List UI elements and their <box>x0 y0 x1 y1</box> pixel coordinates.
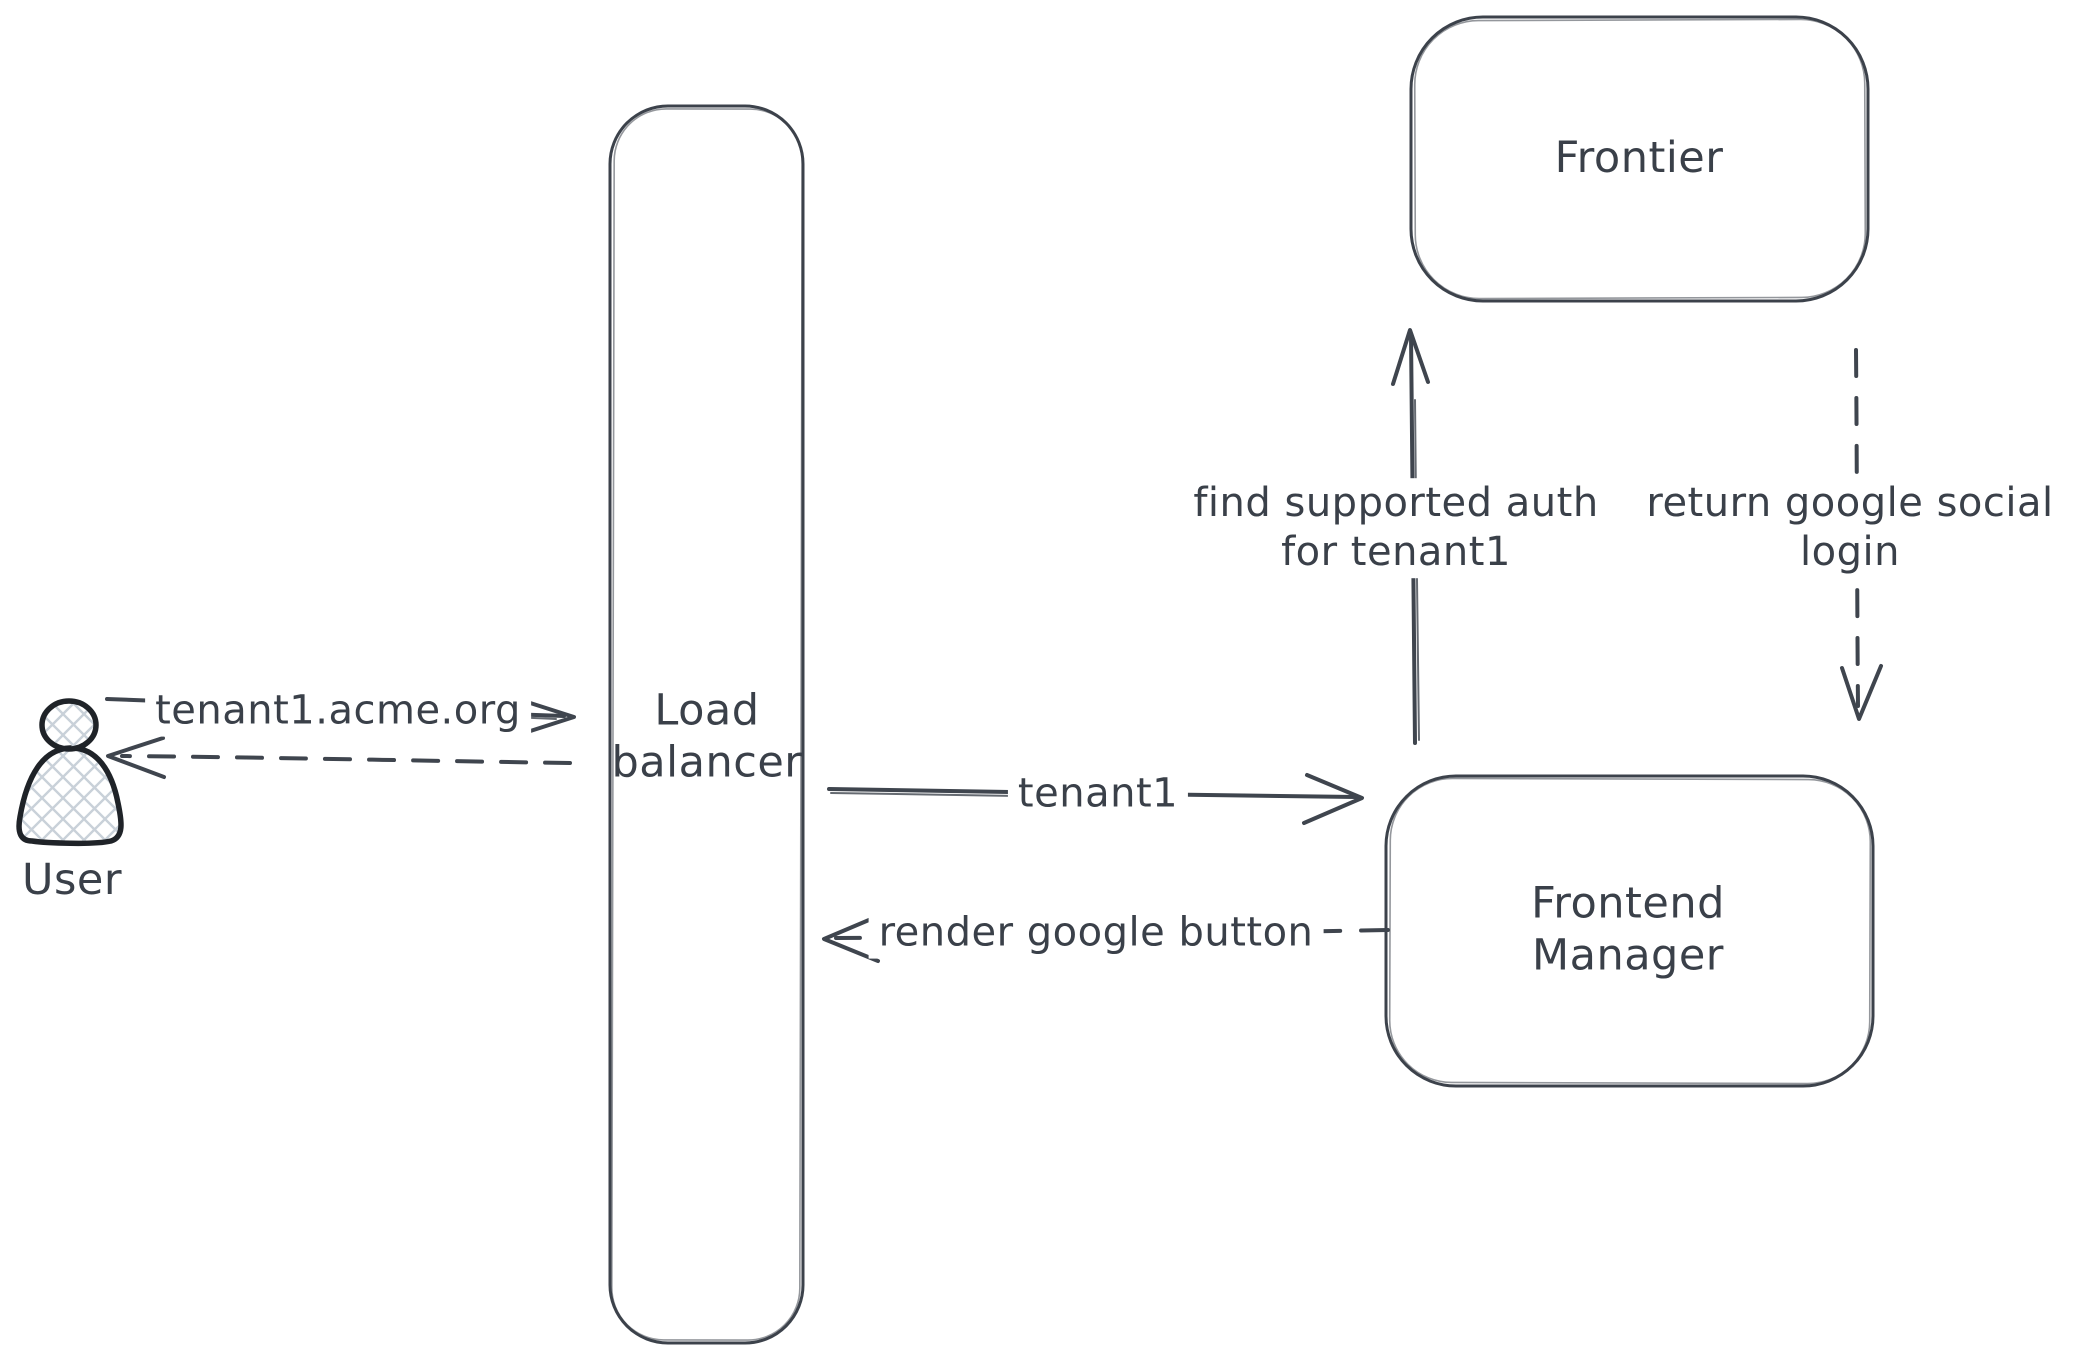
arrow-label-return-google-social-login: return google social login <box>1636 478 2064 578</box>
frontend-manager-label: Frontend Manager <box>1531 878 1725 983</box>
load-balancer-node-outline[interactable] <box>608 104 805 1345</box>
arrow-label-return-google-social-login-line1: return google social <box>1646 480 2054 527</box>
arrow-frontier-to-frontend-manager-head <box>1840 664 1883 721</box>
arrow-user-to-load-balancer-head <box>519 699 576 736</box>
frontend-manager-node-outline-sketch <box>1388 777 1872 1085</box>
frontend-manager-label-line2: Manager <box>1532 931 1724 981</box>
load-balancer-label-line2: balancer <box>611 738 803 788</box>
frontier-node[interactable] <box>1409 15 1870 303</box>
arrow-label-render-google-button: render google button <box>868 907 1324 959</box>
user-body <box>16 745 124 847</box>
arrow-label-find-supported-auth: find supported auth for tenant1 <box>1183 478 1609 578</box>
load-balancer-label: Load balancer <box>612 685 803 790</box>
user-label: User <box>21 854 123 905</box>
arrow-frontier-to-frontend-manager[interactable] <box>1840 348 1883 721</box>
arrow-label-find-supported-auth-line1: find supported auth <box>1193 480 1599 527</box>
arrow-frontier-to-frontend-manager-line <box>1854 348 1860 708</box>
load-balancer-node-outline-sketch <box>611 108 803 1341</box>
arrow-label-return-google-social-login-line2: login <box>1800 529 1900 575</box>
arrow-label-tenant1-acme-org: tenant1.acme.org <box>145 685 531 737</box>
arrow-label-tenant1: tenant1 <box>1007 768 1189 820</box>
arrow-load-balancer-to-user-head <box>106 736 166 779</box>
load-balancer-node[interactable] <box>608 104 805 1345</box>
frontier-node-outline[interactable] <box>1409 15 1870 303</box>
arrow-load-balancer-to-user[interactable] <box>106 736 572 779</box>
user-actor-icon[interactable] <box>16 698 124 847</box>
arrow-load-balancer-to-frontend-manager-head <box>1302 773 1364 825</box>
user-head <box>39 698 99 752</box>
arrow-frontend-manager-to-frontier-head <box>1391 328 1430 386</box>
arrow-frontend-manager-to-frontier-line-sketch <box>1414 399 1420 741</box>
arrow-load-balancer-to-frontend-manager-line-sketch <box>830 792 1021 797</box>
frontier-node-outline-sketch <box>1413 18 1867 300</box>
frontier-label: Frontier <box>1554 132 1724 183</box>
arrow-load-balancer-to-user-line <box>120 754 572 765</box>
load-balancer-label-line1: Load <box>654 685 760 736</box>
frontend-manager-label-line1: Frontend <box>1531 878 1725 929</box>
arrow-frontend-manager-to-load-balancer-head <box>822 915 880 963</box>
arrow-label-find-supported-auth-line2: for tenant1 <box>1281 529 1511 575</box>
